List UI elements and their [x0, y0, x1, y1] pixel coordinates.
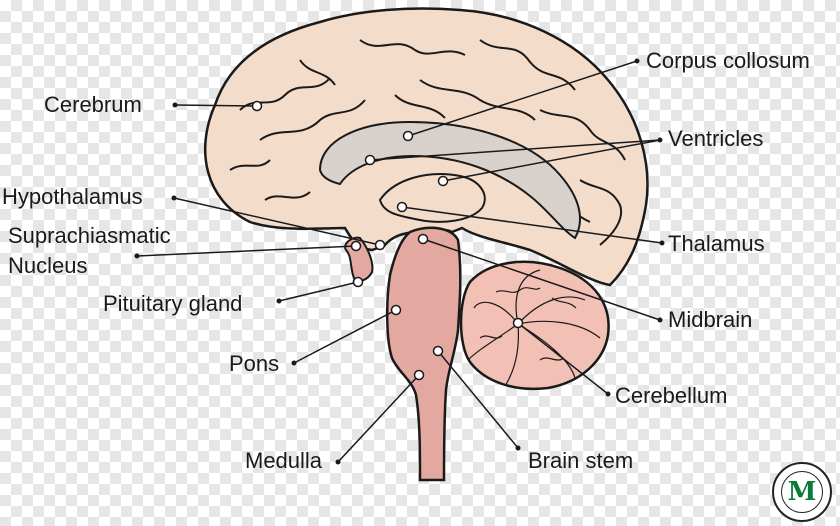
- label-dots: [134, 58, 665, 465]
- label-midbrain: Midbrain: [668, 307, 753, 332]
- label-cerebrum: Cerebrum: [44, 92, 142, 117]
- seal-letter: M: [787, 477, 817, 507]
- label-cerebellum: Cerebellum: [615, 383, 728, 408]
- label-brain-stem: Brain stem: [528, 448, 634, 473]
- university-seal-logo: M: [772, 462, 832, 522]
- label-medulla: Medulla: [245, 448, 323, 473]
- target-points: [251, 100, 524, 381]
- label-pons: Pons: [229, 351, 280, 376]
- seal-inner-ring: M: [781, 471, 823, 513]
- label-nucleus: Nucleus: [8, 253, 88, 278]
- label-suprachiasmatic: Suprachiasmatic: [8, 223, 171, 248]
- leader-lines: [136, 60, 663, 463]
- brainstem-shape: [385, 226, 462, 482]
- cerebellum-folia: [467, 269, 601, 387]
- label-thalamus: Thalamus: [668, 231, 765, 256]
- label-pituitary-gland: Pituitary gland: [103, 291, 243, 316]
- label-hypothalamus: Hypothalamus: [2, 184, 143, 209]
- label-corpus-callosum: Corpus collosum: [646, 48, 810, 73]
- cerebellum-shape: [459, 260, 610, 391]
- label-ventricles: Ventricles: [668, 126, 764, 151]
